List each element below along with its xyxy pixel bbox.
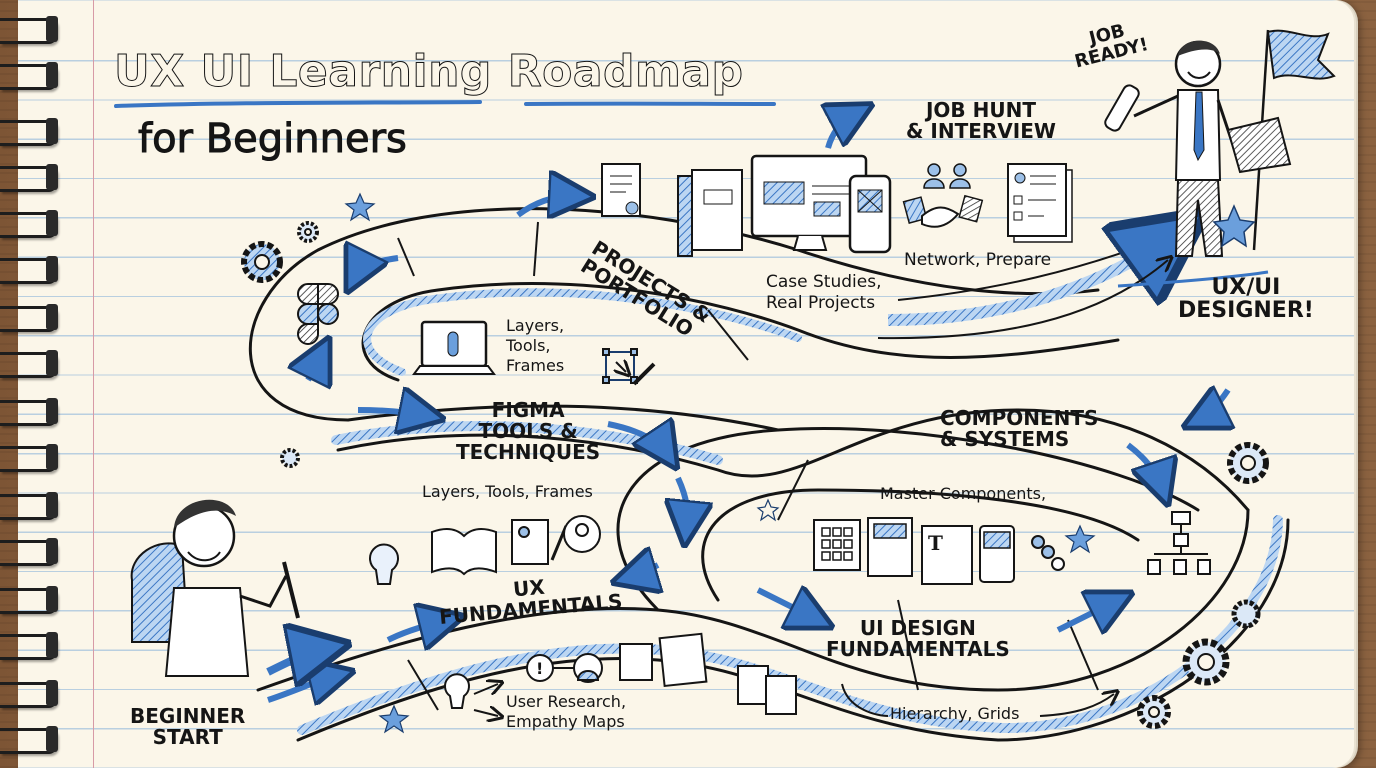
note-line: User Research, xyxy=(506,692,627,711)
note-line: Empathy Maps xyxy=(506,712,625,731)
stage-ui-design: UI DESIGN FUNDAMENTALS xyxy=(826,618,1010,660)
components-note: Master Components, xyxy=(880,484,1047,503)
beginner-figure xyxy=(130,499,300,677)
hierarchy-arrow-right xyxy=(1039,694,1114,717)
shapes-icon xyxy=(1031,535,1045,549)
projects-note: Case Studies, Real Projects xyxy=(766,272,881,315)
big-arrow-to-designer xyxy=(877,232,1178,340)
stage-title: & INTERVIEW xyxy=(906,119,1056,143)
binding-ring xyxy=(0,726,58,754)
gear-icon xyxy=(241,221,1269,729)
diploma-icon xyxy=(1104,84,1140,132)
finish-label-line2: DESIGNER! xyxy=(1178,298,1314,324)
start-label-line2: START xyxy=(152,725,223,749)
note-line: Real Projects xyxy=(766,293,876,314)
stage-title: FIGMA xyxy=(491,398,565,422)
ux-fundamentals-note: User Research, Empathy Maps xyxy=(506,692,626,732)
stage-components-systems: COMPONENTS & SYSTEMS xyxy=(940,408,1098,450)
binding-ring xyxy=(0,538,58,566)
binding-ring xyxy=(0,118,58,146)
job-hunt-note: Network, Prepare xyxy=(904,250,1052,270)
stage-title: JOB HUNT xyxy=(925,98,1036,122)
desktop-monitor-icon xyxy=(750,154,868,251)
stage-title: FUNDAMENTALS xyxy=(826,637,1010,661)
binding-ring xyxy=(0,350,58,378)
margin-line xyxy=(93,0,95,768)
star-icon xyxy=(1212,204,1256,248)
binding-ring xyxy=(0,62,58,90)
note-line: Tools, xyxy=(506,336,551,355)
designer-underline xyxy=(1117,270,1269,288)
pen-icon xyxy=(632,362,656,386)
components-icon-row: T xyxy=(813,517,1065,585)
svg-text:T: T xyxy=(928,531,943,555)
ux-icon-row: ! xyxy=(369,515,708,716)
note-line: Case Studies, xyxy=(766,272,882,292)
users-icon xyxy=(923,163,971,189)
clipboard-icon xyxy=(619,643,653,681)
binding-ring xyxy=(0,164,58,192)
resume-icon xyxy=(1007,163,1073,243)
figma-note: Layers, Tools, Frames xyxy=(422,482,593,501)
designer-figure xyxy=(1104,29,1336,257)
road-dividers xyxy=(397,221,1099,711)
binding-ring xyxy=(0,210,58,238)
pencil-icon xyxy=(282,561,300,619)
spiral-binding xyxy=(0,0,60,768)
binding-ring xyxy=(0,492,58,520)
stage-figma-tools: FIGMA TOOLS & TECHNIQUES xyxy=(456,400,600,463)
stage-job-hunt: JOB HUNT & INTERVIEW xyxy=(906,100,1056,142)
open-book-icon xyxy=(431,528,497,576)
finish-label-line1: UX/UI xyxy=(1211,275,1281,300)
start-label-line1: BEGINNER xyxy=(130,704,246,728)
roadmap-illustration: T ! xyxy=(114,29,1336,742)
binding-ring xyxy=(0,304,58,332)
star-icons xyxy=(344,192,1096,734)
stage-title: & SYSTEMS xyxy=(940,427,1070,451)
flag-icon xyxy=(1266,29,1336,80)
binding-ring xyxy=(0,256,58,284)
title-underline xyxy=(114,100,776,108)
binding-ring xyxy=(0,586,58,614)
binding-ring xyxy=(0,680,58,708)
figma-side-note: Layers, Tools, Frames xyxy=(506,316,564,376)
binder-icon xyxy=(677,169,743,257)
page-subtitle: for Beginners xyxy=(138,116,408,163)
svg-text:!: ! xyxy=(536,659,543,678)
figma-logo-icon xyxy=(297,283,339,345)
lightbulb-icon xyxy=(369,543,399,585)
persona-card-icon xyxy=(511,519,549,565)
binding-ring xyxy=(0,632,58,660)
stage-title: TECHNIQUES xyxy=(456,440,601,464)
stage-title: UI DESIGN xyxy=(859,616,976,640)
typography-icon xyxy=(921,525,973,585)
document-icon xyxy=(737,665,797,715)
notebook-page: T ! xyxy=(18,0,1354,768)
binding-ring xyxy=(0,398,58,426)
ui-design-note: Hierarchy, Grids xyxy=(890,704,1020,723)
certificate-icon xyxy=(601,163,641,217)
flowchart-icon xyxy=(1147,511,1211,575)
binding-ring xyxy=(0,444,58,472)
frame-select-icon xyxy=(602,348,638,384)
note-line: Layers, xyxy=(506,316,565,335)
start-label: BEGINNER START xyxy=(130,706,245,748)
flow-arrows xyxy=(267,112,1228,700)
mobile-phone-icon xyxy=(848,174,892,254)
note-line: Frames xyxy=(506,356,565,375)
start-arrow xyxy=(266,648,328,672)
laptop-icon xyxy=(1226,116,1292,174)
stage-title: TOOLS & xyxy=(478,419,578,443)
binding-ring xyxy=(0,16,58,44)
page-title: UX UI Learning Roadmap xyxy=(114,46,744,98)
document-icon xyxy=(658,632,708,688)
laptop-figma-icon xyxy=(412,320,496,375)
finish-label: UX/UI DESIGNER! xyxy=(1178,276,1314,322)
hierarchy-arrow-left xyxy=(841,683,889,717)
stage-title: COMPONENTS xyxy=(940,406,1099,430)
handshake-icon xyxy=(902,194,984,228)
